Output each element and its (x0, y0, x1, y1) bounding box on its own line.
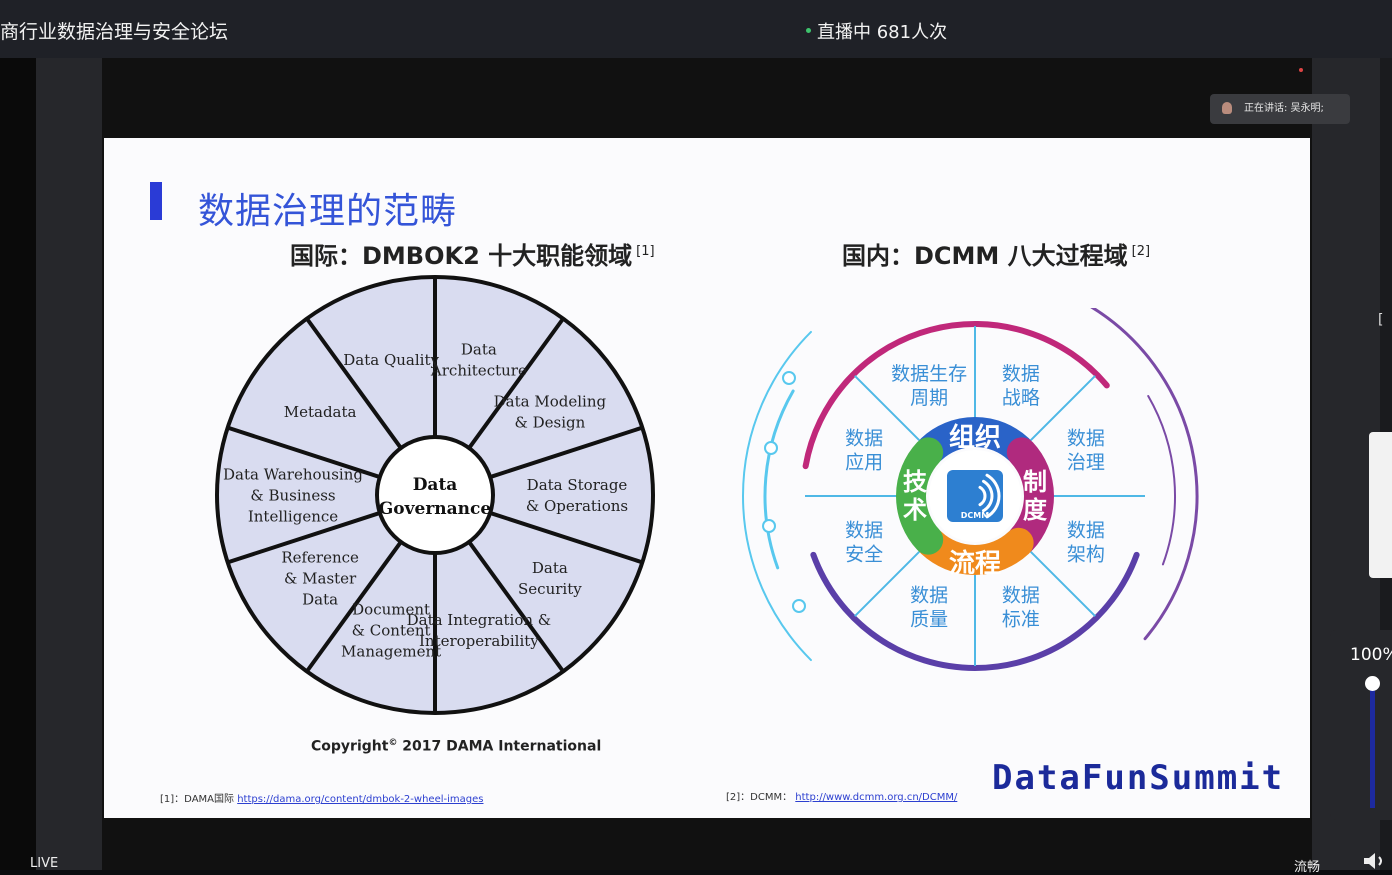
dcmm-segment-label: 数据架构 (1067, 520, 1105, 566)
arc-node (764, 441, 778, 455)
live-status-text: 直播中 681人次 (817, 22, 948, 43)
inner-label-tech: 技术 (903, 468, 928, 524)
dcmm-logo-wave (978, 485, 987, 507)
wheel-divider (227, 425, 381, 479)
dcmm-spoke (854, 375, 923, 444)
dcmm-logo-wave (985, 473, 1001, 519)
recording-dot-icon (1299, 68, 1303, 72)
presentation-slide: 数据治理的范畴 国际：DMBOK2 十大职能领域[1] 国内：DCMM 八大过程… (104, 138, 1310, 818)
live-viewer-count: 直播中 681人次 (806, 18, 947, 44)
dcmm-segment-label: 数据应用 (845, 428, 883, 474)
speaker-badge: 正在讲话: 吴永明; (1210, 94, 1350, 124)
copyright-symbol: © (388, 738, 398, 748)
top-bar: 商行业数据治理与安全论坛 直播中 681人次 (0, 0, 1392, 58)
inner-label-org: 组织 (949, 422, 1001, 453)
side-drawer-tab[interactable] (1369, 432, 1392, 578)
inner-ring-process (916, 527, 1034, 575)
wheel-segment-label: Data Quality (343, 351, 439, 369)
wheel-divider (305, 540, 403, 673)
dcmm-segment-label: 数据安全 (845, 520, 883, 566)
inner-label-process: 流程 (949, 549, 1001, 579)
wheel-segment-label: Metadata (284, 403, 357, 421)
arc-node (762, 519, 776, 533)
wheel-center-circle (375, 435, 495, 555)
dcmm-spoke (854, 548, 923, 617)
wheel-divider (467, 317, 565, 450)
dcmm-logo-wave (982, 479, 994, 513)
dcmm-logo-text: DCMM (961, 511, 989, 520)
dcmm-logo-tile (947, 470, 1003, 522)
speaker-text: 正在讲话: 吴永明; (1244, 103, 1324, 114)
dcmm-spoke (1027, 375, 1096, 444)
wheel-divider (489, 511, 643, 565)
left-ref-mark: [1] (636, 244, 655, 259)
dcmm-segment-label: 数据生存周期 (891, 363, 967, 409)
outer-arc-top (802, 321, 1110, 470)
wheel-segment-label: Data Integration &Interoperability (407, 611, 552, 650)
inner-ring-policy (1006, 437, 1054, 555)
ref2-link[interactable]: http://www.dcmm.org.cn/DCMM/ (795, 792, 958, 803)
volume-speaker-icon[interactable] (1362, 852, 1388, 870)
arc-node (792, 599, 806, 613)
live-label: LIVE (30, 856, 59, 871)
dcmm-spoke (1027, 548, 1096, 617)
volume-slider-knob[interactable] (1365, 676, 1380, 691)
volume-value: 100% (1350, 645, 1392, 665)
dcmm-segment-label: 数据战略 (1002, 363, 1040, 409)
right-ref-mark: [2] (1131, 244, 1151, 259)
inner-ring-org (916, 417, 1034, 465)
dcmm-segment-label: 数据标准 (1002, 585, 1040, 631)
wheel-divider (227, 511, 381, 565)
right-subtitle: 国内：DCMM 八大过程域[2] (842, 236, 1150, 271)
brand-logo: DataFunSummit (992, 758, 1285, 798)
copyright-line: Copyright© 2017 DAMA International (311, 738, 601, 755)
wheel-segment-label: Data Modeling& Design (494, 392, 607, 431)
left-subtitle: 国际：DMBOK2 十大职能领域[1] (290, 236, 655, 271)
stream-title: 商行业数据治理与安全论坛 (0, 21, 229, 43)
quality-button[interactable]: 流畅 (1294, 860, 1321, 875)
ref1-label: [1]：DAMA国际 (160, 794, 234, 805)
left-letterbox (36, 58, 102, 870)
dcmm-segment-label: 数据质量 (910, 585, 948, 631)
inner-ring-tech (896, 437, 944, 555)
wheel-segment-label: Data Storage& Operations (526, 476, 628, 515)
outer-arc-left (742, 330, 812, 662)
dcmm-segment-label: 数据治理 (1067, 428, 1105, 474)
volume-slider-track[interactable] (1370, 684, 1375, 808)
reference-1: [1]：DAMA国际 https://dama.org/content/dmbo… (160, 790, 483, 805)
wheel-divider (305, 317, 403, 450)
outer-arc-right-inner (1147, 395, 1176, 566)
outer-arc-bottom (810, 551, 1140, 671)
outer-arc-left-inner (763, 389, 795, 570)
arc-node (782, 371, 796, 385)
wheel-divider (467, 540, 565, 673)
slide-title: 数据治理的范畴 (198, 191, 458, 232)
right-subtitle-text: 国内：DCMM 八大过程域 (842, 242, 1128, 270)
copyright-rest: 2017 DAMA International (397, 738, 602, 755)
copyright-text: Copyright (311, 738, 389, 755)
title-accent-bar (150, 182, 162, 220)
inner-label-policy: 制度 (1023, 468, 1048, 524)
wheel-divider (489, 425, 643, 479)
expand-bracket-icon[interactable]: [ (1378, 312, 1384, 328)
volume-panel: 100% (1330, 630, 1392, 820)
reference-2: [2]：DCMM： http://www.dcmm.org.cn/DCMM/ (726, 788, 957, 803)
left-subtitle-text: 国际：DMBOK2 十大职能领域 (290, 242, 633, 270)
outer-arc-right (1090, 308, 1199, 641)
speaker-avatar-icon (1222, 102, 1232, 114)
ref1-link[interactable]: https://dama.org/content/dmbok-2-wheel-i… (237, 794, 484, 805)
live-indicator-icon (806, 27, 811, 33)
ref2-label: [2]：DCMM： (726, 792, 793, 803)
